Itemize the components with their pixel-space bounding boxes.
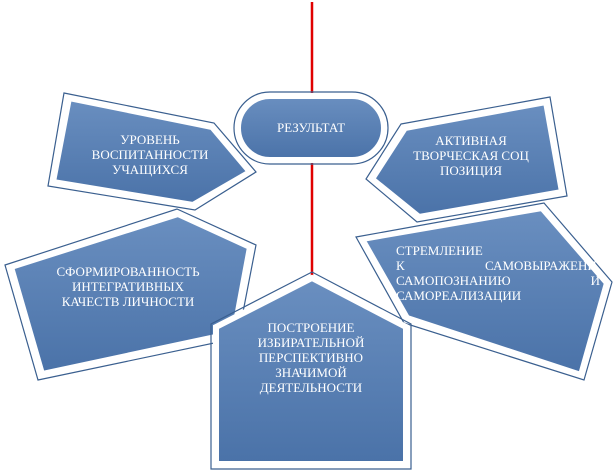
result-node bbox=[233, 91, 389, 165]
self-realization-line-1: СТРЕМЛЕНИЕ bbox=[396, 243, 483, 258]
perspective-node bbox=[210, 271, 412, 470]
perspective-label: ПОСТРОЕНИЕ ИЗБИРАТЕЛЬНОЙ ПЕРСПЕКТИВНО ЗН… bbox=[257, 320, 365, 395]
self-realization-label: СТРЕМЛЕНИЕ К САМОВЫРАЖЕНИ, САМОПОЗНАНИЮ … bbox=[396, 243, 600, 303]
upbringing-level-label: УРОВЕНЬ ВОСПИТАННОСТИ УЧАЩИХСЯ bbox=[91, 132, 209, 177]
self-realization-line-2: К САМОВЫРАЖЕНИ, bbox=[396, 258, 600, 273]
integrative-qualities-label: СФОРМИРОВАННОСТЬ ИНТЕГРАТИВНЫХ КАЧЕСТВ Л… bbox=[56, 264, 200, 309]
self-realization-node bbox=[355, 202, 613, 381]
integrative-qualities-node bbox=[4, 208, 257, 381]
active-position-node bbox=[365, 96, 568, 223]
self-realization-line-4: САМОРЕАЛИЗАЦИИ bbox=[396, 288, 522, 303]
active-position-label: АКТИВНАЯ ТВОРЧЕСКАЯ СОЦ ПОЗИЦИЯ bbox=[413, 133, 529, 178]
self-realization-line-3: САМОПОЗНАНИЮ И bbox=[396, 273, 600, 288]
result-label: РЕЗУЛЬТАТ bbox=[276, 120, 346, 135]
upbringing-level-node bbox=[47, 92, 257, 211]
